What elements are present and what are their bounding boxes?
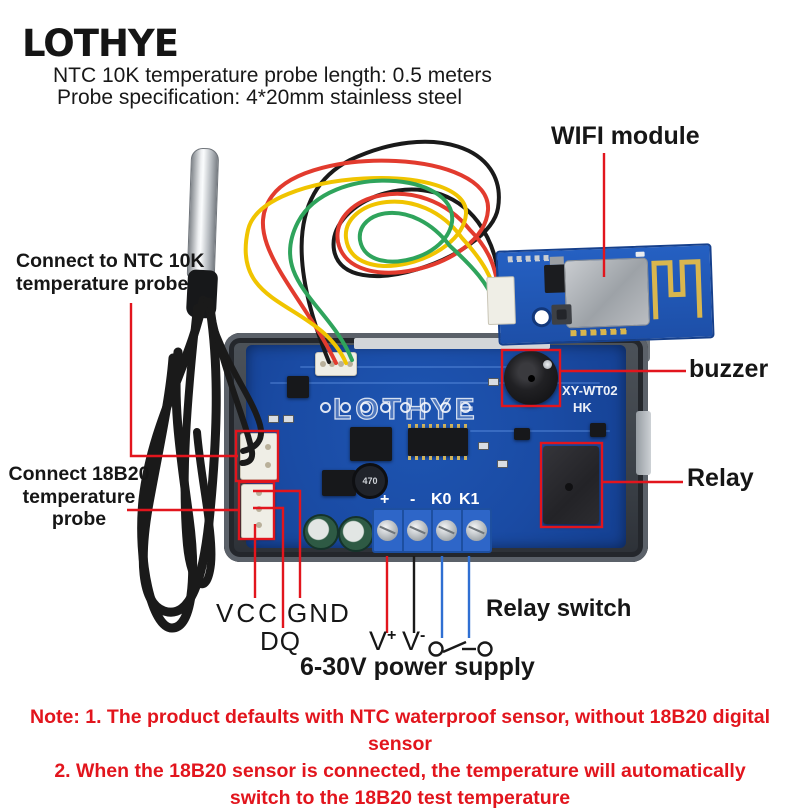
s18b20-label-line3: probe: [51, 508, 107, 530]
case-side-button: [636, 411, 651, 475]
smd-component: [283, 415, 294, 423]
terminal-k0: [433, 510, 463, 551]
transistor: [590, 423, 606, 437]
connector-pin: [338, 361, 344, 367]
mcu-ic: [350, 427, 392, 461]
terminal-label-plus: +: [380, 491, 390, 508]
vplus-base: V: [369, 626, 388, 656]
connector-pin: [320, 361, 326, 367]
relay-hole: [565, 483, 573, 491]
pcb-trace: [300, 366, 550, 368]
terminal-screw: [406, 520, 428, 541]
cable-loop: [180, 304, 216, 589]
connector-pin: [256, 506, 262, 512]
power-supply-label: 6-30V power supply: [300, 653, 535, 681]
inductor-marking: 470: [362, 476, 378, 486]
smd-component: [478, 442, 489, 450]
note-line3: switch to the 18B20 test temperature: [229, 787, 571, 809]
header-line2: Probe specification: 4*20mm stainless st…: [57, 86, 463, 109]
terminal-label-k0: K0: [431, 491, 452, 508]
wifi-mount-hole: [531, 306, 553, 328]
ntc-callout-line: [129, 303, 238, 458]
inductor: 470: [352, 463, 388, 499]
regulator-ic: [287, 376, 309, 398]
pcb-trace: [470, 430, 610, 432]
probe-wire-connector: [315, 352, 357, 376]
connector-pin: [265, 444, 271, 450]
terminal-k1: [463, 510, 491, 551]
vplus-sign: +: [387, 627, 397, 644]
smd-component: [268, 415, 279, 423]
connector-pin: [329, 361, 335, 367]
smd-component: [488, 378, 499, 386]
terminal-label-minus: -: [410, 491, 416, 508]
brand-logo: LOTHYE: [22, 22, 179, 65]
dq-label: DQ: [260, 626, 301, 656]
buzzer-screw: [543, 360, 552, 369]
wifi-pad-row: [570, 328, 629, 337]
board-model: XY-WT02: [562, 383, 618, 398]
gnd-label: GND: [287, 598, 351, 628]
cable-loop: [138, 297, 221, 617]
s18b20-label-line2: temperature: [22, 485, 136, 508]
terminal-screw: [377, 520, 399, 541]
note-block: Note: 1. The product defaults with NTC w…: [0, 704, 800, 812]
terminal-label-k1: K1: [459, 491, 480, 508]
buzzer-label: buzzer: [689, 355, 769, 383]
connector-pin: [256, 490, 262, 496]
smd-component: [497, 460, 508, 468]
note-line2: 2. When the 18B20 sensor is connected, t…: [54, 760, 746, 782]
ic-pins-bottom: [408, 456, 468, 460]
eeprom-ic: [322, 470, 356, 496]
wifi-reset-button: [551, 304, 573, 325]
s18b20-label-line1: Connect 18B20: [8, 463, 150, 485]
screw-terminal-block: [372, 508, 492, 553]
terminal-plus: [374, 510, 404, 551]
cable-loop: [137, 295, 208, 633]
ic-pins-top: [408, 424, 468, 428]
note-line1: Note: 1. The product defaults with NTC w…: [30, 706, 770, 755]
wifi-top-pads: [507, 254, 552, 263]
wifi-module-label: WIFI module: [551, 122, 700, 150]
ntc-probe-connector: [240, 433, 278, 480]
vcc-label: VCC: [216, 598, 280, 628]
terminal-screw: [436, 520, 458, 541]
vminus-sign: -: [420, 627, 426, 644]
header-line1: NTC 10K temperature probe length: 0.5 me…: [53, 64, 492, 87]
silkscreen-pad-row: [320, 402, 471, 413]
ntc-probe-label-line1: Connect to NTC 10K: [16, 250, 205, 272]
capacitor: [303, 514, 339, 550]
driver-ic: [408, 428, 468, 456]
board-model-2: HK: [573, 400, 592, 415]
wifi-rf-shield: [563, 257, 651, 329]
vplus-label: V+: [369, 626, 396, 657]
pcb-trace: [270, 382, 600, 384]
terminal-minus: [404, 510, 433, 551]
wifi-led: [635, 251, 645, 257]
s18b20-label: Connect 18B20 temperature probe: [8, 463, 150, 531]
terminal-screw: [465, 520, 487, 541]
ntc-probe-label: Connect to NTC 10K temperature probe: [16, 250, 205, 295]
wifi-module-board: [486, 243, 715, 346]
relay-label: Relay: [687, 464, 754, 492]
capacitor: [338, 516, 374, 552]
wire-black: [299, 139, 502, 364]
connector-pin: [256, 522, 262, 528]
buzzer-hole: [528, 375, 535, 382]
sensor-18b20-connector: [241, 484, 275, 539]
connector-pin: [347, 361, 353, 367]
pcb-silkscreen-logo: LOTHYE: [332, 392, 479, 426]
transistor: [514, 428, 530, 440]
relay-switch-label: Relay switch: [486, 595, 632, 622]
wifi-connector: [486, 276, 516, 326]
ntc-probe-label-line2: temperature probe: [16, 272, 189, 295]
connector-pin: [265, 462, 271, 468]
vminus-label: V-: [402, 626, 425, 657]
vminus-base: V: [402, 626, 421, 656]
wifi-antenna-icon: [651, 259, 703, 320]
